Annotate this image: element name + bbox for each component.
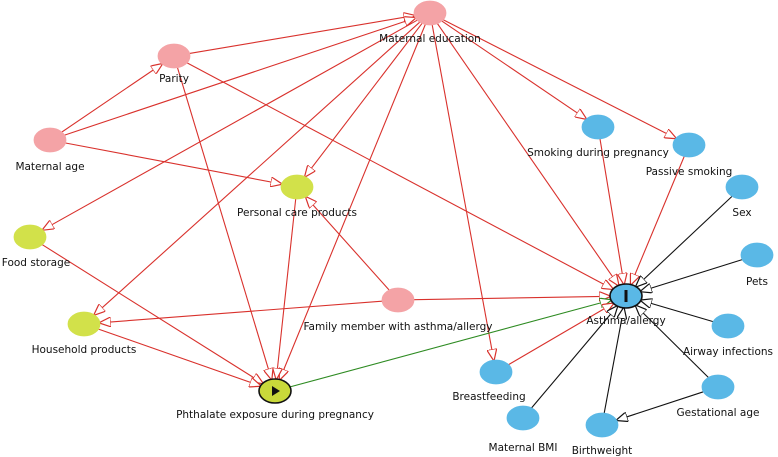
node-ellipse-gestational-age[interactable] <box>701 374 735 400</box>
node-ellipse-maternal-bmi[interactable] <box>506 405 540 431</box>
node-label-asthma-allergy: Asthma/allergy <box>586 315 665 327</box>
edge-household-products-to-phthalate-exposure <box>98 328 261 386</box>
node-label-breastfeeding: Breastfeeding <box>452 391 525 403</box>
node-phthalate-exposure[interactable] <box>258 378 292 404</box>
edge-maternal-education-to-breastfeeding <box>431 24 494 360</box>
edge-personal-care-products-to-phthalate-exposure <box>276 198 297 379</box>
edge-parity-to-asthma-allergy <box>186 62 613 289</box>
node-label-maternal-bmi: Maternal BMI <box>489 442 558 454</box>
node-birthweight[interactable] <box>585 412 619 438</box>
node-label-personal-care-products: Personal care products <box>237 207 357 219</box>
edge-maternal-age-to-parity <box>61 64 162 133</box>
node-asthma-allergy[interactable] <box>609 283 643 309</box>
edge-gestational-age-to-birthweight <box>617 391 704 420</box>
edge-maternal-age-to-personal-care-products <box>65 142 282 184</box>
node-ellipse-airway-infections[interactable] <box>711 313 745 339</box>
node-ellipse-passive-smoking[interactable] <box>672 132 706 158</box>
node-airway-infections[interactable] <box>711 313 745 339</box>
nodes-layer <box>13 0 774 438</box>
edge-maternal-bmi-to-asthma-allergy <box>531 306 618 409</box>
node-ellipse-household-products[interactable] <box>67 311 101 337</box>
edge-smoking-pregnancy-to-asthma-allergy <box>599 138 624 284</box>
node-ellipse-food-storage[interactable] <box>13 224 47 250</box>
node-label-family-member-asthma: Family member with asthma/allergy <box>303 321 492 333</box>
node-label-maternal-age: Maternal age <box>15 161 84 173</box>
node-ellipse-sex[interactable] <box>725 174 759 200</box>
node-label-parity: Parity <box>159 73 189 85</box>
node-ellipse-breastfeeding[interactable] <box>479 359 513 385</box>
node-pets[interactable] <box>740 242 774 268</box>
node-smoking-pregnancy[interactable] <box>581 114 615 140</box>
edge-maternal-education-to-personal-care-products <box>305 23 423 176</box>
node-label-smoking-pregnancy: Smoking during pregnancy <box>527 147 669 159</box>
node-label-gestational-age: Gestational age <box>677 407 760 419</box>
edge-maternal-education-to-passive-smoking <box>442 19 676 139</box>
node-label-sex: Sex <box>732 207 751 219</box>
node-maternal-bmi[interactable] <box>506 405 540 431</box>
edge-food-storage-to-phthalate-exposure <box>42 244 262 384</box>
edge-breastfeeding-to-asthma-allergy <box>508 303 614 366</box>
edge-family-member-asthma-to-household-products <box>100 300 383 323</box>
outcome-bar-icon <box>624 290 628 302</box>
edge-maternal-education-to-asthma-allergy <box>436 23 618 286</box>
edge-parity-to-maternal-education <box>189 16 415 54</box>
node-sex[interactable] <box>725 174 759 200</box>
node-label-phthalate-exposure: Phthalate exposure during pregnancy <box>176 409 374 421</box>
node-food-storage[interactable] <box>13 224 47 250</box>
node-label-airway-infections: Airway infections <box>683 346 773 358</box>
edge-gestational-age-to-asthma-allergy <box>636 306 709 378</box>
node-family-member-asthma[interactable] <box>381 287 415 313</box>
edge-maternal-age-to-maternal-education <box>64 18 416 136</box>
node-ellipse-maternal-age[interactable] <box>33 127 67 153</box>
node-label-passive-smoking: Passive smoking <box>646 166 733 178</box>
edge-maternal-education-to-food-storage <box>43 19 418 230</box>
edge-family-member-asthma-to-personal-care-products <box>306 197 390 291</box>
node-passive-smoking[interactable] <box>672 132 706 158</box>
node-personal-care-products[interactable] <box>280 174 314 200</box>
node-ellipse-maternal-education[interactable] <box>413 0 447 26</box>
node-ellipse-family-member-asthma[interactable] <box>381 287 415 313</box>
edge-phthalate-exposure-to-asthma-allergy <box>289 300 611 388</box>
node-breastfeeding[interactable] <box>479 359 513 385</box>
node-ellipse-personal-care-products[interactable] <box>280 174 314 200</box>
edge-airway-infections-to-asthma-allergy <box>641 300 714 323</box>
node-household-products[interactable] <box>67 311 101 337</box>
edge-sex-to-asthma-allergy <box>636 195 733 286</box>
edge-maternal-education-to-smoking-pregnancy <box>441 20 586 119</box>
edge-maternal-education-to-household-products <box>94 21 421 315</box>
edge-pets-to-asthma-allergy <box>641 259 743 292</box>
node-gestational-age[interactable] <box>701 374 735 400</box>
node-parity[interactable] <box>157 43 191 69</box>
node-ellipse-pets[interactable] <box>740 242 774 268</box>
edge-passive-smoking-to-asthma-allergy <box>631 156 685 285</box>
edge-maternal-education-to-phthalate-exposure <box>280 24 426 380</box>
edge-family-member-asthma-to-asthma-allergy <box>413 296 610 299</box>
node-label-birthweight: Birthweight <box>572 445 633 457</box>
edges-layer <box>42 16 743 421</box>
node-maternal-education[interactable] <box>413 0 447 26</box>
play-icon <box>272 386 280 396</box>
node-ellipse-birthweight[interactable] <box>585 412 619 438</box>
node-label-household-products: Household products <box>32 344 137 356</box>
node-ellipse-parity[interactable] <box>157 43 191 69</box>
node-maternal-age[interactable] <box>33 127 67 153</box>
node-label-pets: Pets <box>746 276 768 288</box>
node-label-food-storage: Food storage <box>2 257 70 269</box>
node-label-maternal-education: Maternal education <box>379 33 481 45</box>
node-ellipse-smoking-pregnancy[interactable] <box>581 114 615 140</box>
edge-birthweight-to-asthma-allergy <box>603 308 624 414</box>
edge-parity-to-phthalate-exposure <box>176 67 272 380</box>
